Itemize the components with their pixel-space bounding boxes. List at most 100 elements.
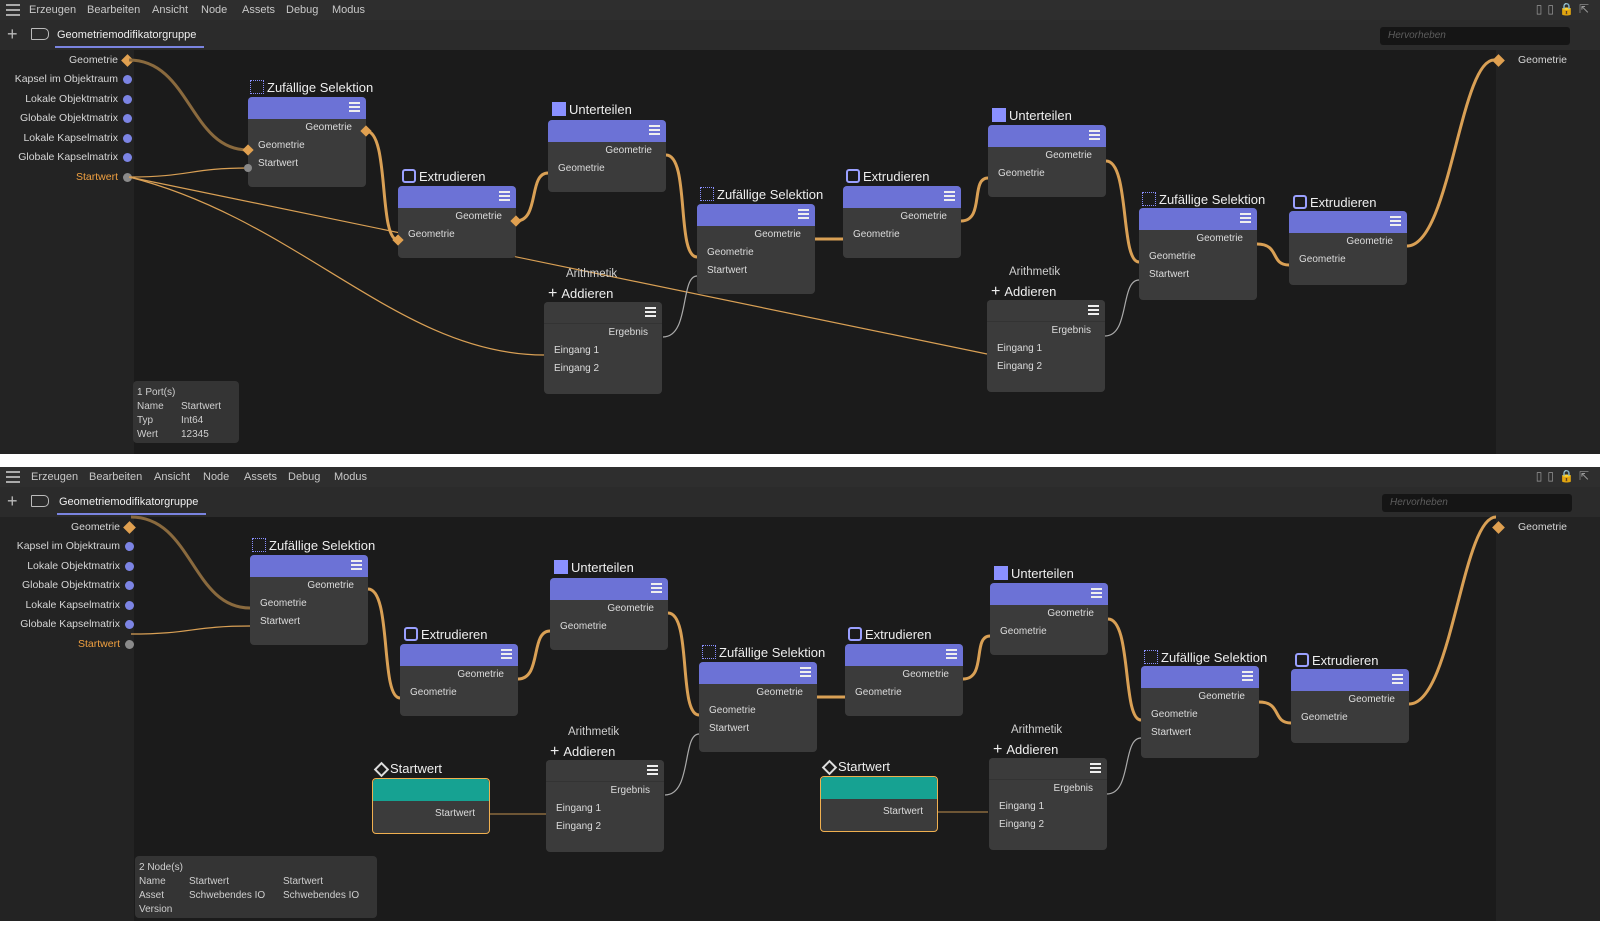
output-port[interactable]: Geometrie xyxy=(607,603,654,614)
tab-geometriemodifikatorgruppe[interactable]: Geometriemodifikatorgruppe xyxy=(59,496,199,508)
add-tab-icon[interactable]: + xyxy=(7,491,18,511)
node-title[interactable]: Extrudieren xyxy=(848,627,931,642)
node-menu-icon[interactable] xyxy=(1090,763,1101,774)
node-zufaellige-selektion[interactable]: Geometrie Geometrie Startwert xyxy=(1141,666,1259,758)
output-port[interactable]: Geometrie xyxy=(1045,150,1092,161)
menu-assets[interactable]: Assets xyxy=(244,471,278,483)
input-port[interactable]: Eingang 1 xyxy=(997,343,1043,354)
node-title[interactable]: Startwert xyxy=(821,759,890,776)
node-menu-icon[interactable] xyxy=(944,191,955,202)
node-addieren[interactable]: Ergebnis Eingang 1 Eingang 2 xyxy=(987,300,1105,392)
port-connector[interactable] xyxy=(123,75,132,84)
output-port[interactable]: Geometrie xyxy=(455,211,502,222)
node-extrudieren[interactable]: Geometrie Geometrie xyxy=(1291,669,1409,743)
input-port[interactable]: Geometrie xyxy=(1301,712,1348,723)
add-tab-icon[interactable]: + xyxy=(7,24,18,44)
output-port[interactable]: Geometrie xyxy=(902,669,949,680)
node-zufaellige-selektion[interactable]: Geometrie Geometrie Startwert xyxy=(699,662,817,752)
input-port[interactable]: Geometrie xyxy=(855,687,902,698)
node-zufaellige-selektion[interactable]: Geometrie Geometrie Startwert xyxy=(248,97,366,187)
output-port[interactable]: Ergebnis xyxy=(1051,325,1091,336)
port-connector[interactable] xyxy=(125,542,134,551)
port-connector[interactable] xyxy=(125,620,134,629)
input-port[interactable]: Geometrie xyxy=(998,168,1045,179)
node-title[interactable]: Zufällige Selektion xyxy=(250,80,373,95)
input-port[interactable]: Startwert xyxy=(1151,727,1192,738)
node-zufaellige-selektion[interactable]: Geometrie Geometrie Startwert xyxy=(250,555,368,645)
search-input[interactable]: Hervorheben xyxy=(1382,494,1572,512)
menu-modus[interactable]: Modus xyxy=(334,471,368,483)
port-geometrie-out[interactable]: Geometrie xyxy=(1518,521,1568,533)
menu-erzeugen[interactable]: Erzeugen xyxy=(31,471,79,483)
port-globale-objektmatrix[interactable]: Globale Objektmatrix xyxy=(21,579,120,591)
port-globale-kapselmatrix[interactable]: Globale Kapselmatrix xyxy=(20,618,120,630)
output-port[interactable]: Geometrie xyxy=(305,122,352,133)
menu-assets[interactable]: Assets xyxy=(242,4,276,16)
node-startwert-io[interactable]: Startwert xyxy=(820,776,938,832)
tag-icon[interactable] xyxy=(31,495,49,507)
node-title[interactable]: Extrudieren xyxy=(1295,653,1378,668)
node-menu-icon[interactable] xyxy=(651,583,662,594)
node-menu-icon[interactable] xyxy=(499,191,510,202)
input-port[interactable]: Startwert xyxy=(707,265,748,276)
node-title[interactable]: Unterteilen xyxy=(992,108,1072,123)
port-lokale-objektmatrix[interactable]: Lokale Objektmatrix xyxy=(27,560,120,572)
port-connector[interactable] xyxy=(125,562,134,571)
port-startwert[interactable]: Startwert xyxy=(77,638,120,650)
node-addieren[interactable]: Ergebnis Eingang 1 Eingang 2 xyxy=(544,302,662,394)
node-extrudieren[interactable]: Geometrie Geometrie xyxy=(400,644,518,716)
node-menu-icon[interactable] xyxy=(1088,305,1099,316)
input-port[interactable]: Geometrie xyxy=(707,247,754,258)
port-lokale-objektmatrix[interactable]: Lokale Objektmatrix xyxy=(25,93,118,105)
node-menu-icon[interactable] xyxy=(1089,130,1100,141)
node-title[interactable]: Unterteilen xyxy=(552,102,632,117)
port-kapsel[interactable]: Kapsel im Objektraum xyxy=(14,73,118,85)
node-menu-icon[interactable] xyxy=(351,560,362,571)
tag-icon[interactable] xyxy=(31,28,49,40)
node-menu-icon[interactable] xyxy=(798,209,809,220)
node-title[interactable]: Zufällige Selektion xyxy=(702,645,825,660)
node-title[interactable]: +Addieren xyxy=(550,743,616,760)
port-connector[interactable] xyxy=(125,640,134,649)
output-port[interactable]: Geometrie xyxy=(900,211,947,222)
node-title[interactable]: Extrudieren xyxy=(1293,195,1376,210)
menu-debug[interactable]: Debug xyxy=(286,4,319,16)
node-menu-icon[interactable] xyxy=(1392,674,1403,685)
input-port[interactable]: Geometrie xyxy=(408,229,455,240)
input-port[interactable]: Geometrie xyxy=(410,687,457,698)
output-port[interactable]: Geometrie xyxy=(1196,233,1243,244)
output-port[interactable]: Geometrie xyxy=(307,580,354,591)
input-port[interactable]: Eingang 1 xyxy=(554,345,600,356)
port-connector[interactable] xyxy=(123,153,132,162)
node-unterteilen[interactable]: Geometrie Geometrie xyxy=(990,583,1108,655)
port-lokale-kapselmatrix[interactable]: Lokale Kapselmatrix xyxy=(23,132,118,144)
menu-bearbeiten[interactable]: Bearbeiten xyxy=(87,4,141,16)
node-menu-icon[interactable] xyxy=(645,307,656,318)
input-port[interactable]: Eingang 2 xyxy=(997,361,1043,372)
node-menu-icon[interactable] xyxy=(1242,671,1253,682)
input-port[interactable]: Geometrie xyxy=(853,229,900,240)
node-menu-icon[interactable] xyxy=(349,102,360,113)
output-port[interactable]: Ergebnis xyxy=(1053,783,1093,794)
node-extrudieren[interactable]: Geometrie Geometrie xyxy=(843,186,961,258)
node-title[interactable]: Extrudieren xyxy=(402,169,485,184)
output-port[interactable]: Startwert xyxy=(882,806,923,817)
input-port[interactable]: Startwert xyxy=(709,723,750,734)
port-connector[interactable] xyxy=(123,173,132,182)
output-port[interactable]: Geometrie xyxy=(605,145,652,156)
input-port[interactable]: Startwert xyxy=(1149,269,1190,280)
output-port[interactable]: Geometrie xyxy=(1198,691,1245,702)
input-port[interactable]: Geometrie xyxy=(1149,251,1196,262)
input-port[interactable]: Geometrie xyxy=(260,598,307,609)
node-title[interactable]: Zufällige Selektion xyxy=(252,538,375,553)
input-port[interactable]: Eingang 2 xyxy=(554,363,600,374)
node-extrudieren[interactable]: Geometrie Geometrie xyxy=(1289,211,1407,285)
input-port[interactable]: Eingang 2 xyxy=(556,821,602,832)
node-menu-icon[interactable] xyxy=(1091,588,1102,599)
output-port[interactable]: Ergebnis xyxy=(610,785,650,796)
output-port[interactable]: Geometrie xyxy=(1047,608,1094,619)
input-port[interactable]: Geometrie xyxy=(1151,709,1198,720)
menu-bearbeiten[interactable]: Bearbeiten xyxy=(89,471,143,483)
node-menu-icon[interactable] xyxy=(1390,216,1401,227)
node-menu-icon[interactable] xyxy=(647,765,658,776)
